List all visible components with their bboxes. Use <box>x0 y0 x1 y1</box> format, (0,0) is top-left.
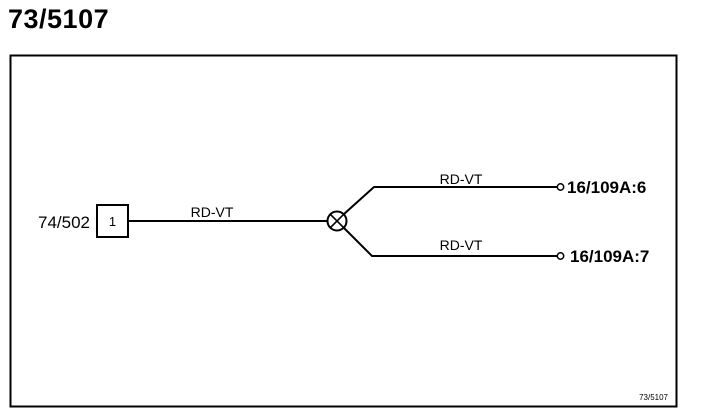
terminal-label-upper: 16/109A:6 <box>567 178 646 197</box>
drawing-reference: 73/5107 <box>639 393 668 402</box>
terminal-end-upper-icon <box>556 183 565 191</box>
lower-branch-label: RD-VT <box>440 237 483 253</box>
page-title: 73/5107 <box>8 4 110 34</box>
splice-icon <box>326 210 348 232</box>
branch-wire-upper <box>343 186 557 215</box>
main-wire-label: RD-VT <box>191 204 234 220</box>
diagram-frame <box>9 54 678 408</box>
connector-pin-box <box>96 204 129 238</box>
branch-wire-lower <box>343 227 557 257</box>
terminal-end-lower-icon <box>556 252 565 260</box>
upper-branch-label: RD-VT <box>440 171 483 187</box>
terminal-label-lower: 16/109A:7 <box>570 247 649 266</box>
source-connector-label: 74/502 <box>38 213 90 232</box>
connector-pin-number: 1 <box>109 214 116 229</box>
